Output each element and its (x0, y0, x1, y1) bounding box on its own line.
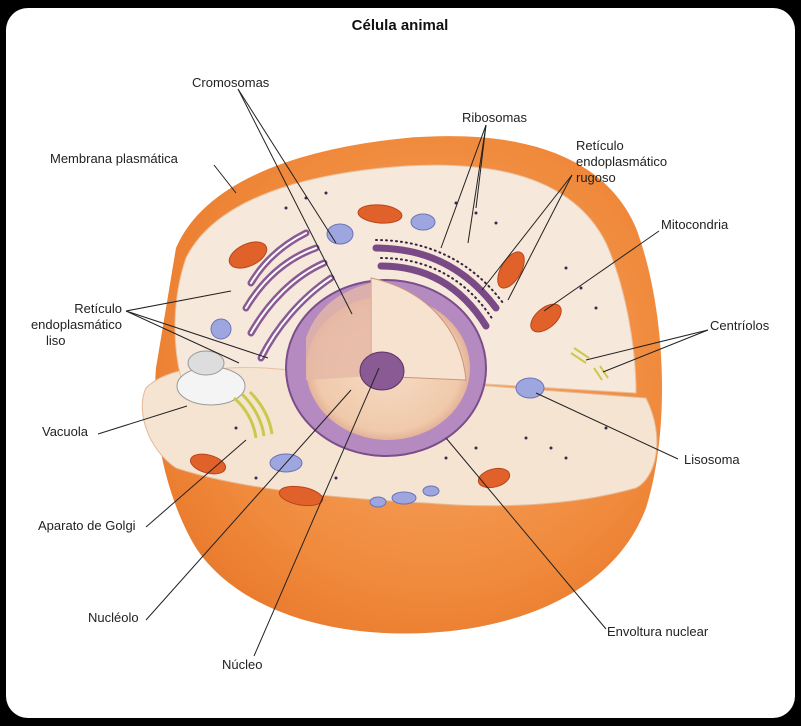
label-rer-line-2: endoplasmático (576, 154, 667, 169)
leader-lines (97, 88, 709, 657)
label-rel-line-3: liso (46, 333, 66, 348)
label-mitocondria: Mitocondria (661, 217, 729, 232)
label-ribosomas: Ribosomas (462, 110, 528, 125)
label-nucleolo: Nucléolo (88, 610, 139, 625)
label-vacuola: Vacuola (42, 424, 89, 439)
label-rer-line-3: rugoso (576, 170, 616, 185)
label-rer-line-1: Retículo (576, 138, 624, 153)
label-lisosoma: Lisosoma (684, 452, 740, 467)
label-centriolos: Centríolos (710, 318, 770, 333)
label-membrana-plasmatica: Membrana plasmática (50, 151, 179, 166)
ribosome-dots (234, 191, 608, 480)
chromatin-sector (306, 283, 371, 380)
golgi-apparatus (233, 390, 274, 439)
label-cromosomas: Cromosomas (192, 75, 270, 90)
label-aparato-de-golgi: Aparato de Golgi (38, 518, 136, 533)
centrioles (570, 347, 609, 381)
nucleolus (359, 351, 405, 391)
nucleus-cut (370, 277, 467, 381)
diagram-card: Célula animal Cromosomas Ribosomas Membr… (6, 8, 795, 718)
diagram-title: Célula animal (352, 17, 449, 34)
label-rel-line-2: endoplasmático (31, 317, 122, 332)
label-rel-line-1: Retículo (74, 301, 122, 316)
mitochondria-group (189, 204, 562, 507)
label-nucleo: Núcleo (222, 657, 262, 672)
label-envoltura-nuclear: Envoltura nuclear (607, 624, 709, 639)
cell-diagram: Célula animal Cromosomas Ribosomas Membr… (31, 17, 770, 672)
vacuole-top (187, 350, 225, 376)
